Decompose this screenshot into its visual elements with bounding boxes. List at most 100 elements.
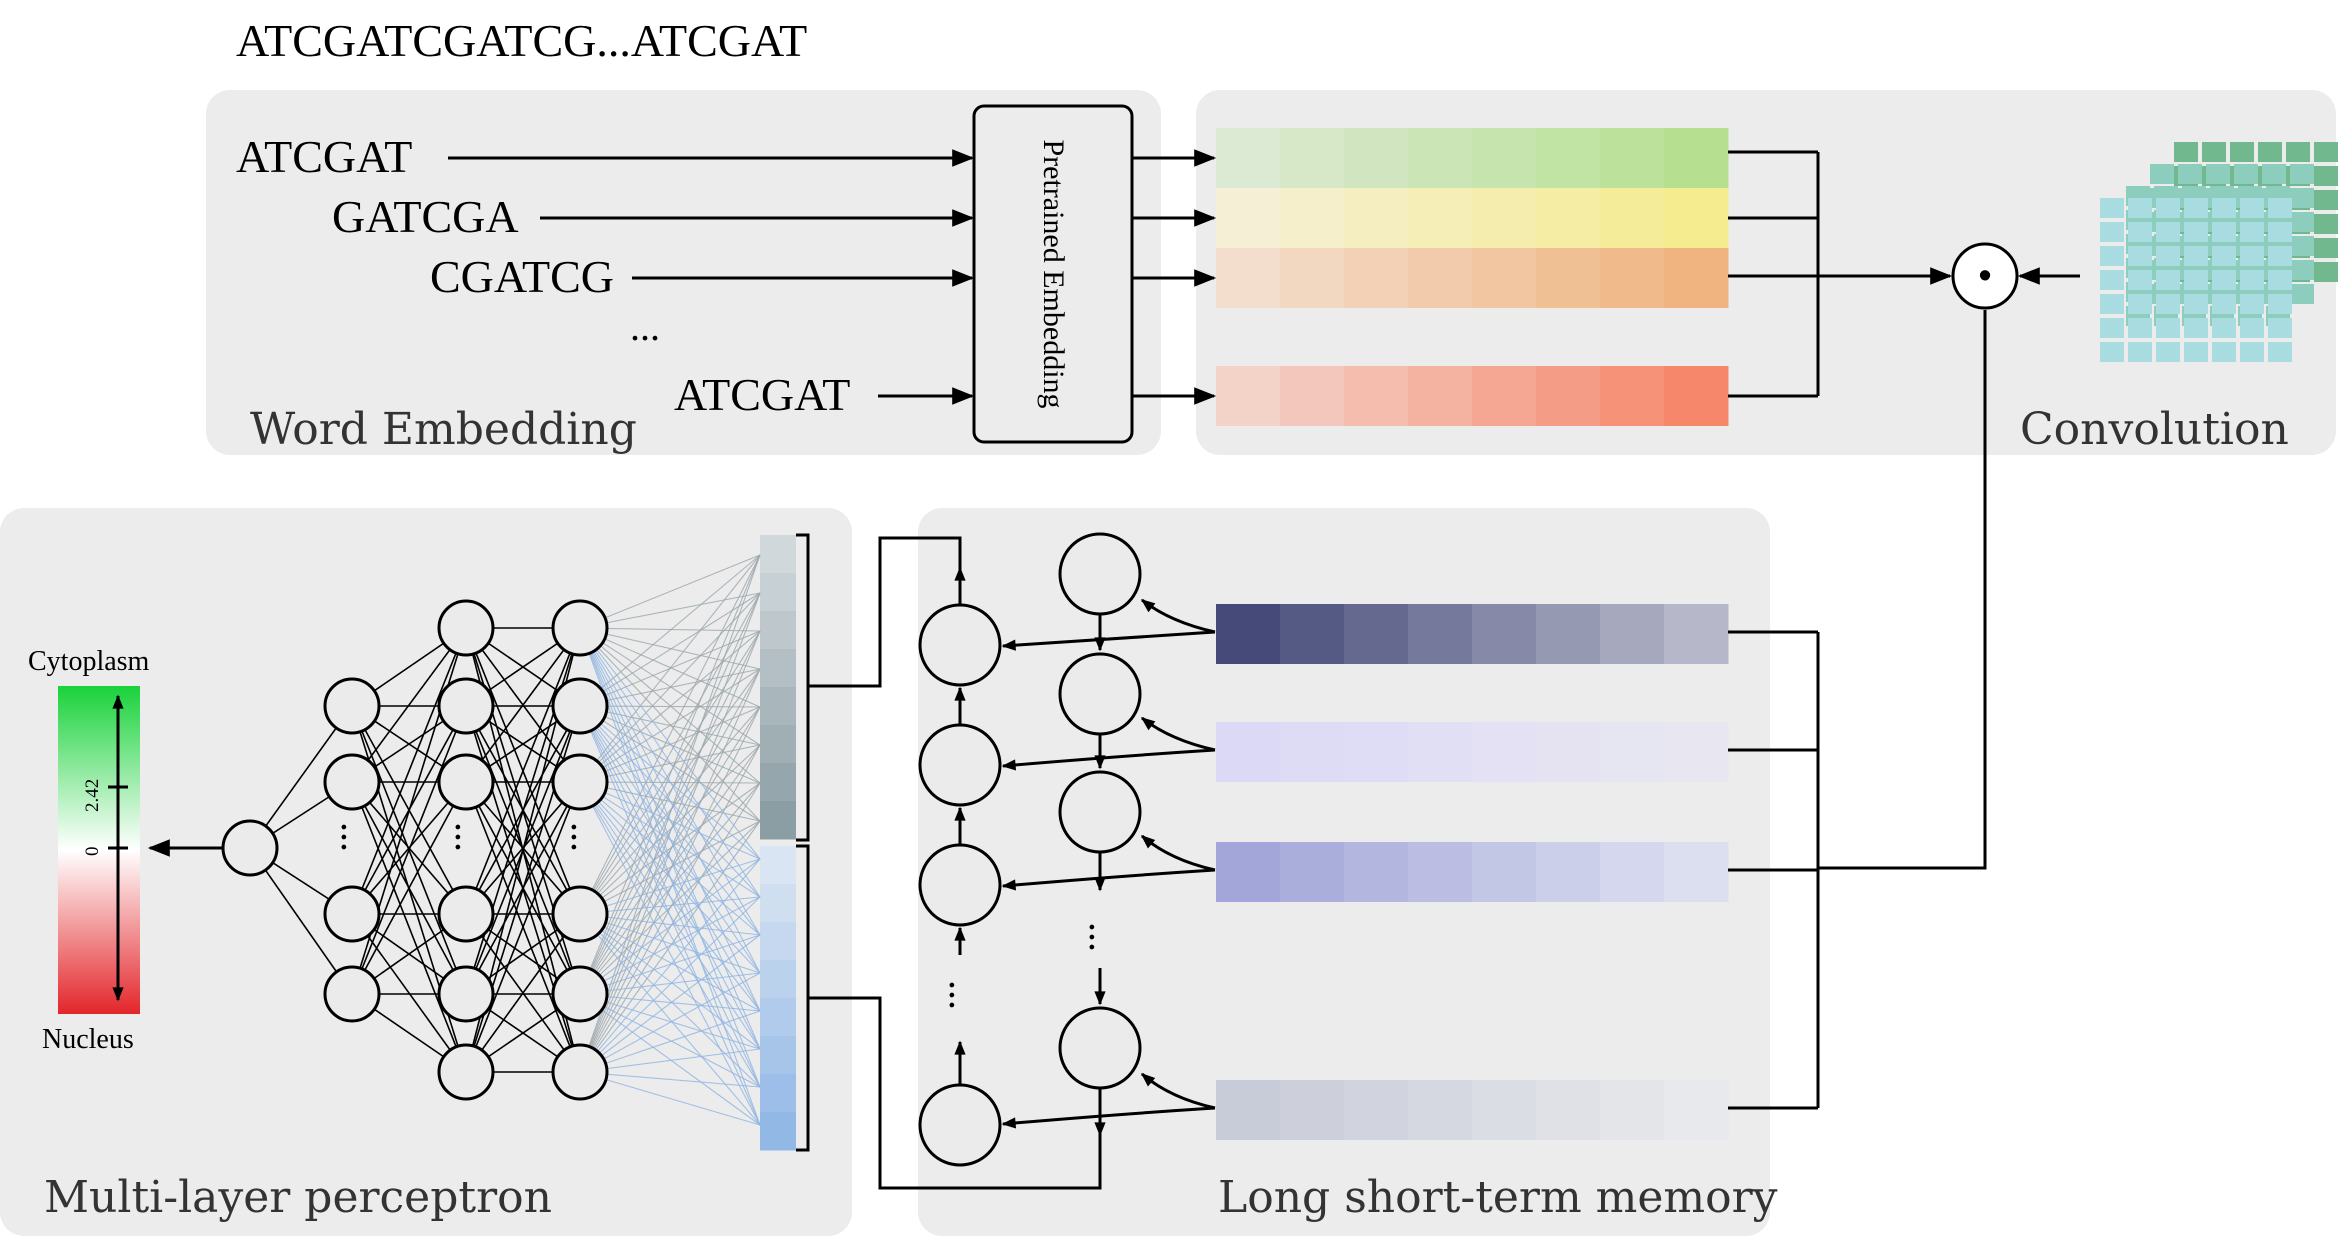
embedding-row-1-cell-1 (1216, 128, 1281, 188)
lstm-input-matrix (1216, 604, 1729, 1140)
feature-cell-lstm-fwd-3 (760, 611, 796, 650)
lstm-row-4-cell-6 (1536, 1080, 1601, 1140)
mlp-neuron-l1-1 (221, 819, 279, 877)
feature-cell-lstm-fwd-5 (760, 687, 796, 726)
lstm-row-3-cell-2 (1280, 842, 1345, 902)
embedding-row-4-cell-3 (1344, 366, 1409, 426)
feature-cell-lstm-fwd-4 (760, 649, 796, 688)
lstm-row-4-cell-7 (1600, 1080, 1665, 1140)
mlp-neuron-l4-1 (551, 599, 609, 657)
embedding-row-4-cell-6 (1536, 366, 1601, 426)
mlp-neuron-l3-1 (437, 599, 495, 657)
lstm-row-4-cell-4 (1408, 1080, 1473, 1140)
mlp-neuron-l4-3 (551, 753, 609, 811)
embedding-row-2-cell-5 (1472, 188, 1537, 248)
kmer-token-1: ATCGAT (236, 131, 412, 182)
feature-cell-lstm-bwd-6 (760, 1036, 796, 1075)
convolution-kernels (2100, 142, 2338, 362)
mlp-neuron-l3-3 (437, 753, 495, 811)
embedding-row-3-cell-1 (1216, 248, 1281, 308)
kernel-layer-1 (2100, 198, 2292, 362)
lstm-row-2-cell-3 (1344, 722, 1409, 782)
lstm-forward-output-line (808, 536, 962, 688)
embedding-row-4-cell-2 (1280, 366, 1345, 426)
lstm-backward-output-line (808, 996, 1102, 1190)
feature-cell-lstm-bwd-5 (760, 998, 796, 1037)
embedding-row-3-cell-7 (1600, 248, 1665, 308)
embedding-row-1-cell-3 (1344, 128, 1409, 188)
feature-vector-brackets (796, 533, 810, 1152)
embedding-row-4-cell-1 (1216, 366, 1281, 426)
pretrained-embedding-label: Pretrained Embedding (1037, 139, 1070, 408)
lstm-row-3-cell-7 (1600, 842, 1665, 902)
lstm-row-1-cell-6 (1536, 604, 1601, 664)
concatenated-feature-vector (760, 535, 796, 1151)
lstm-title: Long short-term memory (1218, 1172, 1778, 1223)
embedding-row-4-cell-7 (1600, 366, 1665, 426)
mlp-neuron-l4-6 (551, 1043, 609, 1101)
lstm-merge-lines (1728, 630, 1820, 1110)
embedding-row-2-cell-1 (1216, 188, 1281, 248)
lstm-row-1-cell-3 (1344, 604, 1409, 664)
mlp-panel (0, 508, 852, 1236)
lstm-row-4-cell-8 (1664, 1080, 1729, 1140)
lstm-forward-cell-1 (918, 603, 1002, 687)
scale-label-cytoplasm: Cytoplasm (28, 646, 150, 677)
lstm-row-2-cell-1 (1216, 722, 1281, 782)
lstm-forward-cell-3 (918, 843, 1002, 927)
embedding-row-4-cell-5 (1472, 366, 1537, 426)
embedding-row-2-cell-7 (1600, 188, 1665, 248)
mlp-neuron-l3-4 (437, 885, 495, 943)
lstm-backward-cell-2 (1058, 652, 1142, 736)
lstm-row-4-cell-2 (1280, 1080, 1345, 1140)
lstm-backward-cell-1 (1058, 532, 1142, 616)
mlp-neuron-l2-1 (323, 677, 381, 735)
mlp-title: Multi-layer perceptron (44, 1172, 552, 1223)
embedding-row-2-cell-2 (1280, 188, 1345, 248)
embedding-row-2-cell-4 (1408, 188, 1473, 248)
mlp-neuron-l2-3 (323, 885, 381, 943)
embedding-row-4-cell-8 (1664, 366, 1729, 426)
lstm-row-3-cell-6 (1536, 842, 1601, 902)
embedding-row-1-cell-6 (1536, 128, 1601, 188)
lstm-row-1-cell-1 (1216, 604, 1281, 664)
word-embedding-title: Word Embedding (250, 404, 637, 455)
kmer-token-3: CGATCG (430, 251, 614, 302)
lstm-row-2-cell-5 (1472, 722, 1537, 782)
embedding-merge-lines (1728, 150, 1953, 398)
embedding-row-1-cell-5 (1472, 128, 1537, 188)
lstm-connections (954, 566, 1216, 1137)
pretrained-embedding-box (972, 104, 1134, 444)
lstm-row-1-cell-2 (1280, 604, 1345, 664)
kmer-ellipsis: ... (630, 304, 660, 349)
feature-cell-lstm-bwd-7 (760, 1074, 796, 1113)
lstm-row-3-cell-4 (1408, 842, 1473, 902)
embedding-row-1-cell-2 (1280, 128, 1345, 188)
mlp-neuron-l2-2 (323, 753, 381, 811)
lstm-row-1-cell-8 (1664, 604, 1729, 664)
feature-cell-lstm-bwd-3 (760, 922, 796, 961)
lstm-row-3-cell-3 (1344, 842, 1409, 902)
feature-cell-lstm-fwd-7 (760, 763, 796, 802)
embedding-matrix (1216, 128, 1729, 426)
lstm-forward-cell-4 (918, 1083, 1002, 1167)
embedding-row-1-cell-8 (1664, 128, 1729, 188)
feature-cell-lstm-bwd-2 (760, 884, 796, 923)
lstm-row-4-cell-5 (1472, 1080, 1537, 1140)
lstm-row-2-cell-7 (1600, 722, 1665, 782)
lstm-row-2-cell-4 (1408, 722, 1473, 782)
product-to-lstm-line (1818, 310, 1987, 870)
lstm-forward-ellipsis: ... (941, 980, 986, 1010)
lstm-row-1-cell-4 (1408, 604, 1473, 664)
mlp-neuron-l3-6 (437, 1043, 495, 1101)
scale-label-nucleus: Nucleus (42, 1024, 134, 1055)
embedding-row-1-cell-4 (1408, 128, 1473, 188)
mlp-neuron-l3-2 (437, 677, 495, 735)
mlp-neuron-l4-2 (551, 677, 609, 735)
feature-cell-lstm-fwd-2 (760, 573, 796, 612)
feature-cell-lstm-fwd-8 (760, 801, 796, 840)
lstm-backward-cell-3 (1058, 770, 1142, 854)
mlp-ellipsis-1: ... (333, 822, 378, 852)
embedding-row-2-cell-8 (1664, 188, 1729, 248)
